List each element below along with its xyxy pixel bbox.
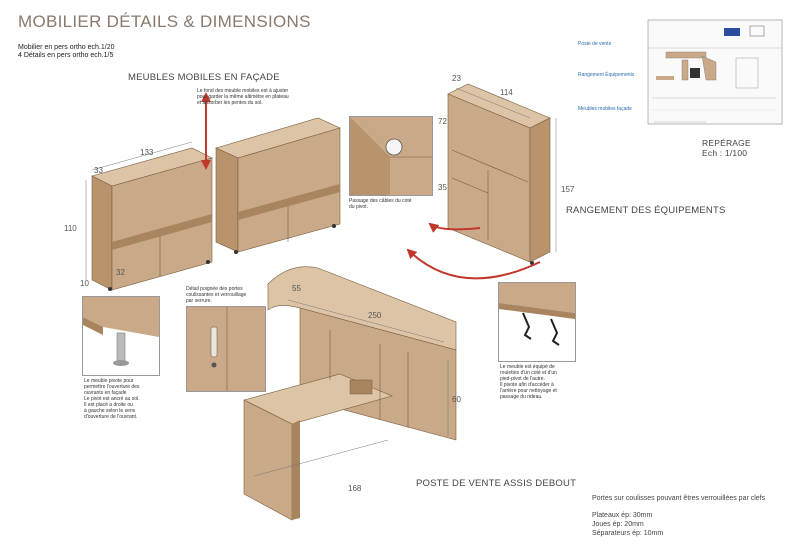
dim-meuble-plinth: 10: [80, 279, 89, 288]
reperage-scale: Ech : 1/100: [702, 148, 748, 158]
subtitle: Mobilier en pers ortho ech.1/20 4 Détail…: [18, 44, 115, 60]
note-line: Le pivot est ancré au sol.: [84, 396, 140, 402]
note-pivote: Le meuble pivote pour permettre l'ouvert…: [84, 378, 164, 420]
detail-handle: [186, 306, 266, 392]
spec-portes: Portes sur coulisses pouvant êtres verro…: [592, 495, 766, 502]
section-meubles-mobiles: MEUBLES MOBILES EN FAÇADE: [128, 72, 280, 83]
note-line: Détail poignée des portes: [186, 286, 243, 292]
storage-unit: [447, 83, 551, 265]
section-rangement: RANGEMENT DES ÉQUIPEMENTS: [566, 205, 726, 216]
sales-desk: [243, 266, 457, 521]
dimension-lines: [85, 87, 557, 477]
note-line: Il est placé a droite ou: [84, 402, 133, 408]
legend-meubles-mobiles: Meubles mobiles façade: [578, 106, 632, 112]
note-line: pied-pivot de l'autre.: [500, 376, 545, 382]
mobile-cabinet-2: [215, 117, 341, 254]
note-line: à gauche selon le sens: [84, 408, 136, 414]
pivot-arrow-small: [428, 222, 481, 233]
spec-joues: Joues ép: 20mm: [592, 521, 644, 528]
legend-poste-vente: Poste de vente: [578, 41, 612, 47]
handle-drawing: [187, 307, 265, 391]
dim-rang-height: 157: [561, 185, 575, 194]
dim-rang-top: 72: [438, 117, 447, 126]
spec-plateaux: Plateaux ép: 30mm: [592, 512, 653, 519]
dim-rang-depth: 23: [452, 74, 461, 83]
specs-block: Portes sur coulisses pouvant êtres verro…: [592, 494, 792, 538]
note-line: coulissantes et verrouillage: [186, 292, 247, 298]
note-line: ouvrants en façade: [84, 390, 127, 396]
dim-meuble-inner: 32: [116, 268, 125, 277]
detail-casters: [498, 282, 576, 362]
dim-meuble-width: 133: [140, 148, 154, 157]
cable-passage-drawing: [350, 117, 432, 195]
dim-desk-width: 250: [368, 311, 382, 320]
reperage-plan: [647, 19, 783, 125]
reperage-label: REPÉRAGE: [702, 138, 751, 148]
dim-meuble-height: 110: [64, 224, 77, 233]
note-line: Le meuble pivote pour: [84, 378, 134, 384]
dim-rang-mid: 35: [438, 183, 447, 192]
note-poignee: Détail poignée des portes coulissantes e…: [186, 286, 276, 304]
note-line: Le meuble est équipé de: [500, 364, 555, 370]
note-line: l'arrière pour nettoyage et: [500, 388, 557, 394]
dim-rang-width: 114: [500, 88, 513, 97]
note-line: et absorber les pentes du sol.: [197, 100, 263, 106]
legend-rangement: Rangement Équipements: [578, 72, 635, 78]
dim-meuble-depth: 33: [94, 166, 103, 175]
note-line: Passage des câbles du coté: [349, 198, 412, 204]
pivot-drawing: [83, 297, 159, 375]
subtitle-line-2: 4 Détails en pers ortho ech.1/5: [18, 52, 114, 59]
note-line: permettre l'ouverture des: [84, 384, 140, 390]
note-fond-meuble: Le fond des meuble mobiles est à ajuster…: [197, 88, 327, 106]
casters-drawing: [499, 283, 575, 361]
section-poste-vente: POSTE DE VENTE ASSIS DEBOUT: [416, 478, 577, 489]
note-line: Le fond des meuble mobiles est à ajuster: [197, 88, 289, 94]
note-line: roulettes d'un coté et d'un: [500, 370, 557, 376]
pivot-arrow-large: [406, 248, 541, 280]
note-line: du pivot.: [349, 204, 368, 210]
page-title: MOBILIER DÉTAILS & DIMENSIONS: [18, 12, 311, 31]
note-roulettes: Le meuble est équipé de roulettes d'un c…: [500, 364, 580, 400]
mobile-cabinet-1: [91, 147, 213, 291]
dim-desk-height: 60: [452, 395, 461, 404]
note-line: Il pivote afin d'accéder à: [500, 382, 554, 388]
spec-separateurs: Séparateurs ép: 10mm: [592, 530, 664, 537]
subtitle-line-1: Mobilier en pers ortho ech.1/20: [18, 44, 115, 51]
note-line: par serrure.: [186, 298, 212, 304]
detail-cable-passage: [349, 116, 433, 196]
dim-desk-left: 168: [348, 484, 362, 493]
note-line: passage du rideau.: [500, 394, 543, 400]
note-line: d'ouverture de l'ouvrant.: [84, 414, 138, 420]
detail-pivot: [82, 296, 160, 376]
dim-desk-depth: 55: [292, 284, 301, 293]
note-line: pour garder la même altimètre en plateau: [197, 94, 289, 100]
note-passage-cables: Passage des câbles du coté du pivot.: [349, 198, 439, 210]
